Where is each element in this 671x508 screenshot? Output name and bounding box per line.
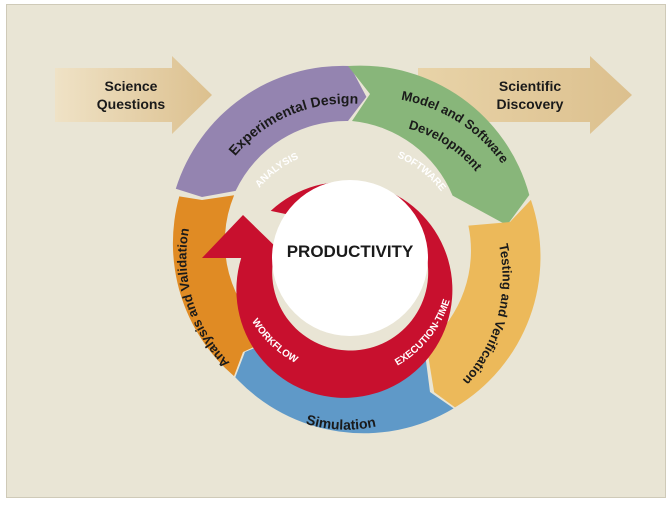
scientific-discovery-line1: Scientific: [499, 78, 561, 94]
model-software-segment: [348, 65, 530, 226]
inner-productivity-ring: [202, 181, 453, 398]
experimental-design-segment: [175, 65, 367, 197]
simulation-label: Simulation: [305, 411, 377, 433]
science-questions-line2: Questions: [97, 96, 166, 112]
testing-verification-segment: [426, 199, 541, 408]
science-questions-arrow: [55, 56, 212, 134]
inner-label-analysis: ANALYSIS: [253, 151, 300, 190]
scientific-discovery-line2: Discovery: [497, 96, 564, 112]
center-label: PRODUCTIVITY: [287, 242, 414, 261]
inner-white-circle: [272, 180, 428, 336]
science-questions-line1: Science: [105, 78, 158, 94]
